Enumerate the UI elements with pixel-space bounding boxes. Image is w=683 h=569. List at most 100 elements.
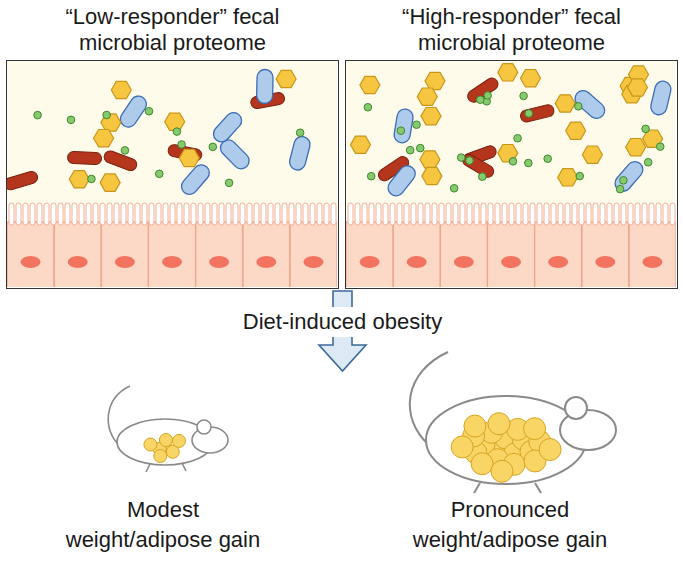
protein-hexagon (179, 149, 199, 166)
microvillus (51, 203, 56, 225)
metabolite-dot (155, 170, 163, 178)
bacterium-red (461, 152, 496, 179)
microvillus (254, 203, 259, 225)
bacterium-blue (288, 135, 312, 172)
microvillus (247, 203, 252, 225)
arrow-label: Diet-induced obesity (239, 307, 446, 337)
epithelium (346, 222, 676, 287)
metabolite-dot (121, 147, 129, 155)
protein-hexagon (555, 95, 575, 112)
microvillus (121, 203, 126, 225)
microvillus (404, 203, 409, 225)
epithelial-cell (440, 222, 487, 287)
microvillus (170, 203, 175, 225)
metabolite-dot (413, 121, 421, 129)
fat-globule (488, 413, 510, 435)
microvillus (516, 203, 521, 225)
panel: “High-responder” fecal microbial proteom… (345, 0, 678, 289)
protein-hexagon (498, 64, 518, 81)
nucleus (209, 256, 229, 268)
lumen (7, 61, 337, 211)
microvillus (614, 203, 619, 225)
microvillus (142, 203, 147, 225)
gut-scene (7, 61, 337, 287)
microvillus (495, 203, 500, 225)
microvillus (198, 203, 203, 225)
microvillus (509, 203, 514, 225)
metabolite-dot (209, 143, 217, 151)
microvillus (453, 203, 458, 225)
microvillus (240, 203, 245, 225)
microvillus (268, 203, 273, 225)
mouse-large (410, 352, 616, 493)
metabolite-dot (656, 143, 664, 151)
microvillus (163, 203, 168, 225)
microvillus (16, 203, 21, 225)
microvillus (572, 203, 577, 225)
microvillus (191, 203, 196, 225)
metabolite-dot (457, 154, 465, 162)
bacterium-blue (385, 162, 419, 199)
nucleus (21, 256, 41, 268)
microvillus (205, 203, 210, 225)
protein-hexagon (100, 174, 120, 191)
fat-globule (144, 438, 157, 451)
protein-hexagon (276, 70, 296, 87)
metabolite-dot (397, 127, 405, 135)
metabolite-dot (484, 92, 492, 100)
epithelial-cell (346, 222, 393, 287)
fat-globule (154, 450, 167, 463)
mouse-small (108, 386, 228, 472)
outcome-label: Modest weight/adipose gain (64, 495, 262, 555)
panel-title: “High-responder” fecal microbial proteom… (401, 4, 623, 56)
fat-globule (464, 415, 486, 437)
metabolite-dot (450, 184, 458, 192)
gut-scene (346, 61, 676, 287)
microvillus (72, 203, 77, 225)
metabolite-dot (620, 177, 628, 185)
microvillus (649, 203, 654, 225)
microvillus (600, 203, 605, 225)
microvillus (23, 203, 28, 225)
microvillus (432, 203, 437, 225)
microvillus (184, 203, 189, 225)
fat-globule (159, 434, 172, 447)
bacterium-blue (612, 158, 646, 194)
bacterium-red (465, 76, 500, 105)
microvillus (530, 203, 535, 225)
protein-hexagon (94, 130, 114, 147)
microvillus (355, 203, 360, 225)
protein-hexagon (626, 139, 646, 156)
metabolite-dot (466, 157, 474, 165)
microvillus (593, 203, 598, 225)
microvillus (86, 203, 91, 225)
fat-globule (471, 453, 493, 475)
metabolite-dot (514, 134, 522, 142)
bacterium-red (102, 149, 138, 172)
metabolite-dot (575, 103, 583, 111)
bacterium-red (67, 151, 102, 165)
epithelial-cell (196, 222, 243, 287)
microvillus (390, 203, 395, 225)
protein-hexagon (421, 108, 441, 125)
epithelial-cell (7, 222, 54, 287)
microvillus (226, 203, 231, 225)
microvillus (149, 203, 154, 225)
metabolite-dot (178, 141, 186, 149)
nucleus (548, 256, 568, 268)
bacterium-blue (178, 162, 212, 198)
microvillus (79, 203, 84, 225)
microvillus (212, 203, 217, 225)
epithelial-cell (54, 222, 101, 287)
protein-hexagon (351, 136, 371, 153)
microvillus (607, 203, 612, 225)
metabolite-dot (642, 125, 650, 133)
protein-hexagon (165, 113, 185, 130)
metabolite-dot (520, 92, 528, 100)
metabolite-dot (416, 144, 424, 152)
microvillus (446, 203, 451, 225)
microvillus (275, 203, 280, 225)
protein-hexagon (558, 169, 578, 186)
nucleus (407, 256, 427, 268)
microvillus (107, 203, 112, 225)
